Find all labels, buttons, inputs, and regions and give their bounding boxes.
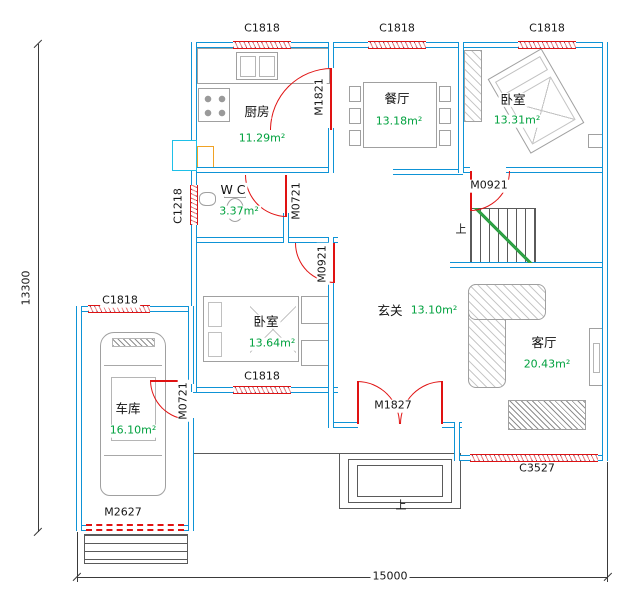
wall-segment <box>188 418 194 531</box>
dining-chair <box>439 86 451 102</box>
door-label: M0721 <box>289 180 304 222</box>
dimension-text-width: 15000 <box>370 569 410 584</box>
stair-up-label: 上 <box>455 222 467 236</box>
wall-segment <box>332 422 358 428</box>
nightstand <box>301 296 331 324</box>
wall-segment <box>454 422 460 461</box>
room-label-dining: 餐厅 <box>382 90 412 107</box>
porch-step <box>339 453 461 509</box>
room-area-living: 20.43m² <box>521 357 573 372</box>
nightstand <box>588 134 603 148</box>
extension-line <box>607 462 608 582</box>
dining-chair <box>349 86 361 102</box>
wall-segment <box>188 306 194 384</box>
garage-steps <box>84 534 188 564</box>
room-label-living: 客厅 <box>529 334 559 351</box>
wall-segment <box>193 167 333 173</box>
window-label: C1218 <box>171 186 186 226</box>
room-label-bedroom-right: 卧室 <box>498 91 528 108</box>
terrace-edge <box>193 453 341 454</box>
wall-segment <box>328 283 334 428</box>
room-area-bedroom-right: 13.31m² <box>491 113 543 128</box>
window <box>190 185 198 225</box>
stair-break-line <box>470 208 536 263</box>
door-label: M0721 <box>176 380 191 422</box>
wall-segment <box>458 42 464 173</box>
dining-chair <box>439 108 451 124</box>
dining-chair <box>349 130 361 146</box>
window <box>233 386 291 394</box>
dimension-text-height: 13300 <box>19 268 34 308</box>
window-label: C1818 <box>242 369 282 384</box>
dimension-line-bottom <box>77 577 608 578</box>
flue-shaft <box>172 140 197 171</box>
door-leaf <box>357 381 359 424</box>
wardrobe <box>464 50 482 122</box>
porch-step <box>357 465 443 497</box>
window-label: C1818 <box>242 21 282 36</box>
room-area-dining: 13.18m² <box>373 114 425 129</box>
room-area-bedroom-left: 13.64m² <box>246 336 298 351</box>
door-label: M1827 <box>372 398 414 413</box>
window-label: C1818 <box>100 293 140 308</box>
wall-segment <box>442 422 462 428</box>
wall-segment <box>506 167 608 173</box>
window-label: C1818 <box>527 21 567 36</box>
door-leaf <box>333 243 335 283</box>
door-label: M0921 <box>468 178 510 193</box>
dimension-line-left <box>38 44 39 532</box>
room-area-garage: 16.10m² <box>107 423 159 438</box>
wall-segment <box>283 213 289 243</box>
wall-segment <box>393 169 463 175</box>
room-label-kitchen: 厨房 <box>242 103 272 120</box>
room-label-bedroom-left: 卧室 <box>251 313 281 330</box>
water-heater <box>197 146 214 168</box>
window <box>233 41 291 49</box>
tv-cabinet <box>589 328 603 386</box>
door-leaf <box>150 380 190 382</box>
door-label: M0921 <box>315 243 330 285</box>
window <box>470 454 598 462</box>
door-label: M2627 <box>102 505 144 520</box>
extension-line <box>77 532 78 582</box>
window <box>518 41 576 49</box>
porch-step <box>348 459 452 503</box>
room-label-wc: W C <box>218 181 248 198</box>
door-leaf <box>330 68 332 130</box>
wash-basin <box>199 192 216 206</box>
room-label-garage: 车库 <box>113 400 143 417</box>
window <box>368 41 426 49</box>
coffee-table <box>508 400 586 430</box>
sofa-section-horizontal <box>468 284 546 320</box>
window-label: C1818 <box>377 21 417 36</box>
dining-chair <box>349 108 361 124</box>
wall-segment <box>76 525 88 531</box>
dining-chair <box>439 130 451 146</box>
garage-door-dashed <box>86 524 184 531</box>
wall-segment <box>76 306 82 531</box>
door-leaf <box>441 381 443 424</box>
wall-segment <box>460 167 470 173</box>
porch-up-label: 上 <box>395 498 407 512</box>
kitchen-sink <box>236 52 278 80</box>
room-area-kitchen: 11.29m² <box>236 131 288 146</box>
door-label: M1821 <box>312 76 327 118</box>
wall-segment <box>193 237 338 243</box>
wall-segment <box>602 42 608 461</box>
room-area-wc: 3.37m² <box>217 204 261 219</box>
window-label: C3527 <box>517 461 557 476</box>
dresser <box>301 340 331 366</box>
wall-segment <box>328 42 334 68</box>
room-label-foyer: 玄关 <box>375 302 405 319</box>
kitchen-stove <box>198 88 230 122</box>
room-area-foyer: 13.10m² <box>408 303 460 318</box>
door-leaf <box>285 175 287 217</box>
wall-segment <box>328 128 334 173</box>
